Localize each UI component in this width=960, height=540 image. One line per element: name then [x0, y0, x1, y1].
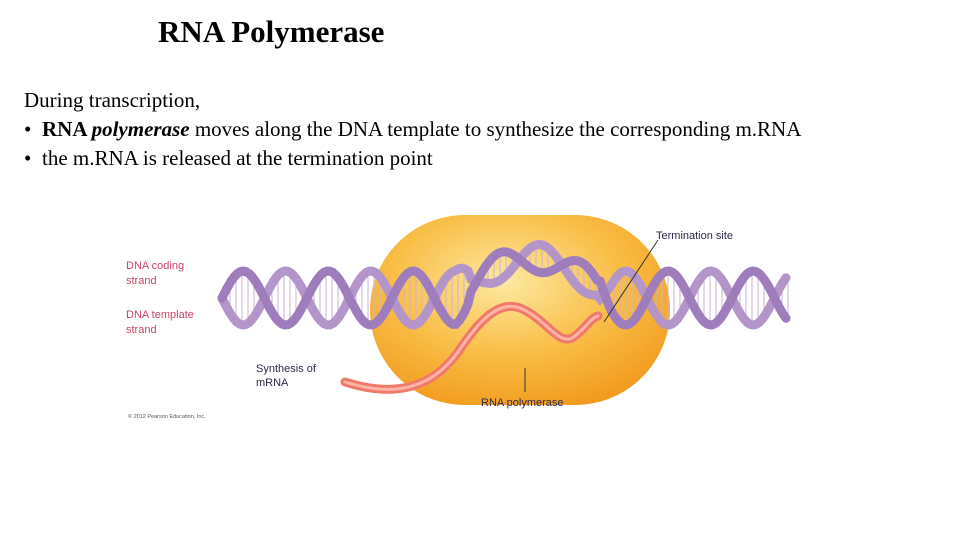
label-dna-template-strand-2: strand: [126, 324, 157, 336]
bold-term: RNA: [42, 117, 92, 141]
page-title: RNA Polymerase: [158, 14, 385, 49]
termination-pointer: [603, 239, 659, 323]
bullet-mark: •: [24, 117, 32, 141]
label-rna-polymerase: RNA polymerase: [481, 397, 564, 409]
label-dna-coding-strand-2: strand: [126, 275, 157, 287]
bullet-mark: •: [24, 146, 32, 170]
label-synthesis-of-mrna-2: mRNA: [256, 377, 289, 389]
italic-term: polymerase: [91, 117, 190, 141]
label-synthesis-of-mrna: Synthesis of: [256, 363, 317, 375]
label-termination-site: Termination site: [656, 230, 733, 242]
dna-template-strand: [217, 247, 791, 330]
body-text: During transcription, • RNA polymerase mo…: [24, 86, 944, 173]
bullet-text: the m.RNA is released at the termination…: [42, 146, 433, 170]
label-dna-coding-strand: DNA coding: [126, 260, 184, 272]
copyright-notice: © 2012 Pearson Education, Inc.: [128, 413, 206, 420]
bullet-item: • the m.RNA is released at the terminatio…: [24, 144, 944, 173]
bullet-text: moves along the DNA template to synthesi…: [189, 117, 802, 141]
intro-line: During transcription,: [24, 88, 201, 112]
bullet-item: • RNA polymerase moves along the DNA temp…: [24, 115, 944, 144]
mrna-strand-highlight: [343, 304, 600, 391]
label-dna-template-strand: DNA template: [126, 309, 194, 321]
